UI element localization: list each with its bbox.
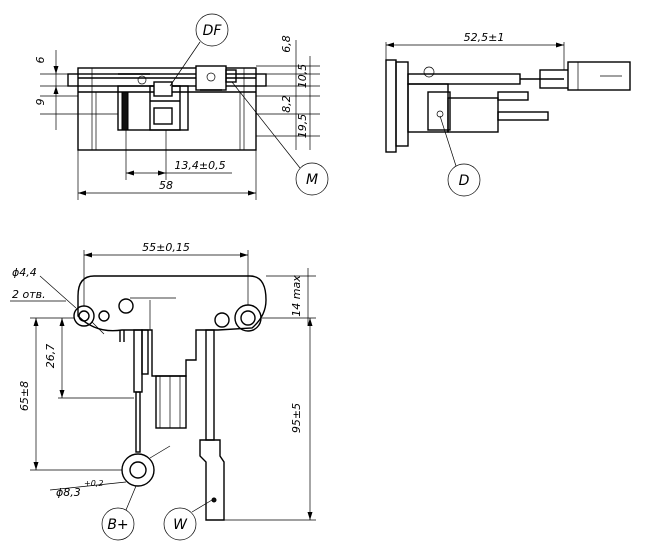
callout-w-label: W: [173, 517, 188, 533]
dim-terminal-tol: +0,2: [84, 479, 103, 488]
front-view: [67, 65, 267, 151]
terminal-w: [199, 439, 225, 521]
dim-right-a: 6,8: [280, 35, 293, 53]
dim-height-a: 26,7: [44, 344, 57, 369]
callout-d-label: D: [459, 173, 470, 189]
front-view-dimensions: 58 13,4±0,5 6 9 6,8 10,5 8,2 19,5: [34, 35, 320, 200]
dim-max-height: 14 max: [290, 275, 303, 317]
dim-height-c: 95±5: [290, 403, 303, 433]
dim-right-c: 8,2: [280, 95, 293, 113]
dim-terminal-dia: ϕ8,3: [56, 486, 81, 499]
dim-hole-dia: ϕ4,4: [12, 266, 37, 279]
mounting-hole-left: [73, 305, 95, 327]
plan-view: [73, 275, 267, 521]
dim-side-view-length: 52,5±1: [464, 31, 505, 44]
callout-d: D: [439, 115, 481, 197]
callout-m-label: M: [306, 172, 318, 188]
front-view-body: [77, 67, 257, 151]
callout-b-plus: B+: [101, 485, 137, 541]
callout-w: W: [163, 499, 213, 541]
plan-view-dimensions: 55±0,15 ϕ4,4 2 отв. 14 max 26,7 65±8 95±…: [10, 241, 316, 521]
callout-m: M: [231, 81, 329, 196]
bracket-outline: [77, 275, 267, 377]
callout-df-label: DF: [203, 23, 223, 39]
dim-side-height-b: 9: [34, 99, 47, 106]
mounting-hole-right: [234, 304, 262, 332]
dim-hole-count: 2 отв.: [12, 288, 46, 301]
dim-center-offset: 13,4±0,5: [174, 159, 225, 172]
terminal-b-plus: [121, 453, 155, 487]
side-view-dimensions: 52,5±1: [385, 31, 565, 70]
dim-right-b: 10,5: [296, 64, 309, 89]
dim-bottom-width: 55±0,15: [142, 241, 190, 254]
side-view: [385, 59, 631, 153]
dim-right-d: 19,5: [296, 114, 309, 139]
dim-top-width: 58: [159, 179, 173, 192]
dim-side-height-a: 6: [34, 57, 47, 64]
callout-df: DF: [169, 13, 229, 87]
callout-b-plus-label: B+: [107, 517, 128, 533]
dim-height-b: 65±8: [18, 381, 31, 411]
